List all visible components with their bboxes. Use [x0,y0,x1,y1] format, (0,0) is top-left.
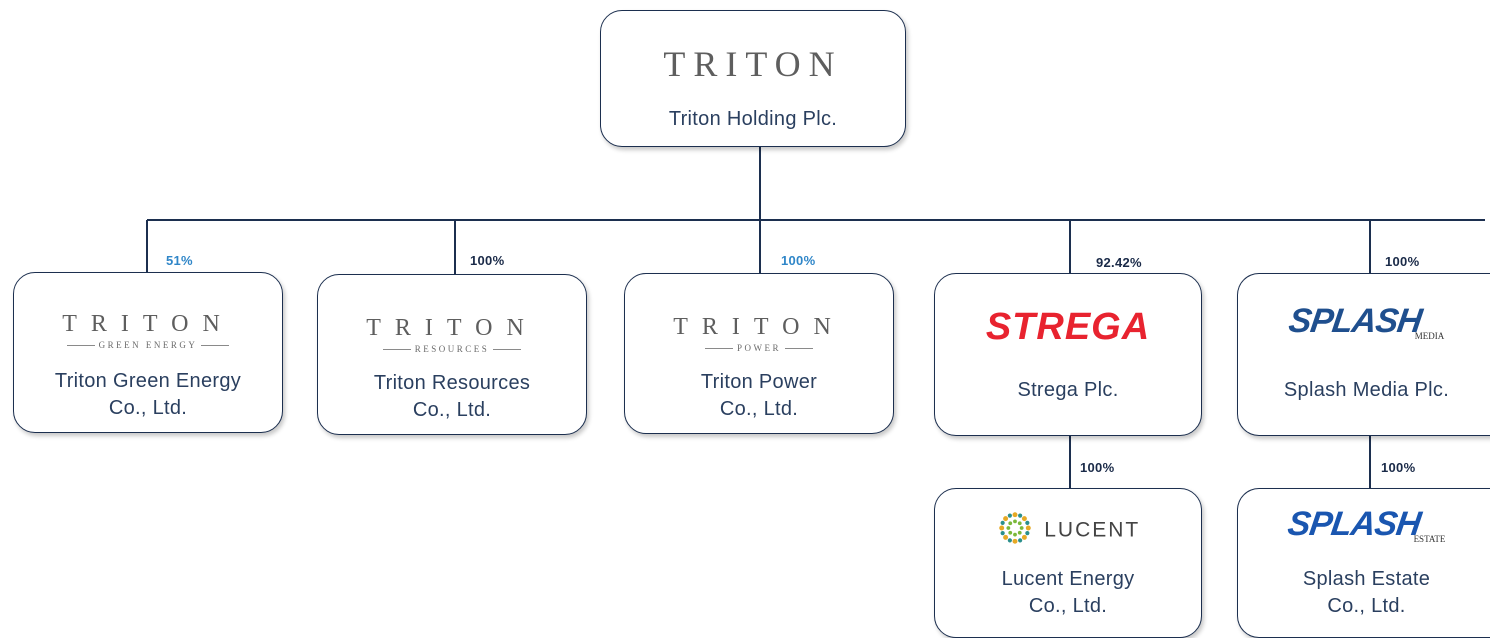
triton-logo-word: TRITON [663,44,843,84]
logo-subtitle: GREEN ENERGY [14,340,282,350]
logo-word: TRITON [366,315,538,341]
triton-green-energy-logo: TRITON GREEN ENERGY [14,311,282,350]
pct-triton-power: 100% [781,253,816,268]
node-caption: Splash Media Plc. [1283,379,1450,401]
node-caption-line2: Co., Ltd. [719,398,799,420]
logo-tag: MEDIA [1414,331,1445,341]
sunburst-icon [996,509,1034,552]
node-caption: Strega Plc. [1017,379,1119,401]
node-caption-line2: Co., Ltd. [108,397,188,419]
logo-tag: ESTATE [1413,534,1446,544]
node-caption-line1: Triton Resources [373,372,531,394]
triton-power-logo: TRITON POWER [625,314,893,353]
node-triton-green-energy: TRITON GREEN ENERGY Triton Green Energy … [13,272,283,433]
pct-triton-green-energy: 51% [166,253,193,268]
pct-splash-media: 100% [1385,254,1420,269]
node-strega: STREGA Strega Plc. [934,273,1202,436]
node-triton-holding: TRITON Triton Holding Plc. [600,10,906,147]
triton-resources-logo: TRITON RESOURCES [318,315,586,354]
logo-subtitle: POWER [625,343,893,353]
logo-word: TRITON [62,311,234,337]
logo-word: SPLASH [1285,505,1423,543]
node-caption: Triton Holding Plc. [668,108,838,130]
node-splash-estate: SPLASHESTATE Splash Estate Co., Ltd. [1237,488,1490,638]
triton-logo: TRITON [601,43,905,85]
node-triton-power: TRITON POWER Triton Power Co., Ltd. [624,273,894,434]
node-splash-media: SPLASHMEDIA Splash Media Plc. [1237,273,1490,436]
strega-logo: STREGA [935,306,1201,349]
pct-lucent-energy: 100% [1080,460,1115,475]
node-lucent-energy: LUCENT Lucent Energy Co., Ltd. [934,488,1202,638]
logo-word: TRITON [673,314,845,340]
node-caption-line1: Triton Green Energy [54,370,242,392]
node-caption-line1: Splash Estate [1302,568,1431,590]
logo-word: SPLASH [1286,302,1424,340]
pct-splash-estate: 100% [1381,460,1416,475]
logo-word: LUCENT [1044,518,1141,542]
lucent-logo: LUCENT [935,509,1201,552]
logo-subtitle: RESOURCES [318,344,586,354]
splash-estate-logo: SPLASHESTATE [1238,505,1490,544]
node-caption-line2: Co., Ltd. [1028,595,1108,617]
node-caption-line2: Co., Ltd. [1327,595,1406,617]
pct-strega: 92.42% [1096,255,1142,270]
node-caption-line2: Co., Ltd. [412,399,492,421]
node-caption-line1: Lucent Energy [1001,568,1135,590]
pct-triton-resources: 100% [470,253,505,268]
splash-media-logo: SPLASHMEDIA [1238,302,1490,341]
logo-word: STREGA [985,306,1151,348]
node-caption-line1: Triton Power [700,371,818,393]
node-triton-resources: TRITON RESOURCES Triton Resources Co., L… [317,274,587,435]
